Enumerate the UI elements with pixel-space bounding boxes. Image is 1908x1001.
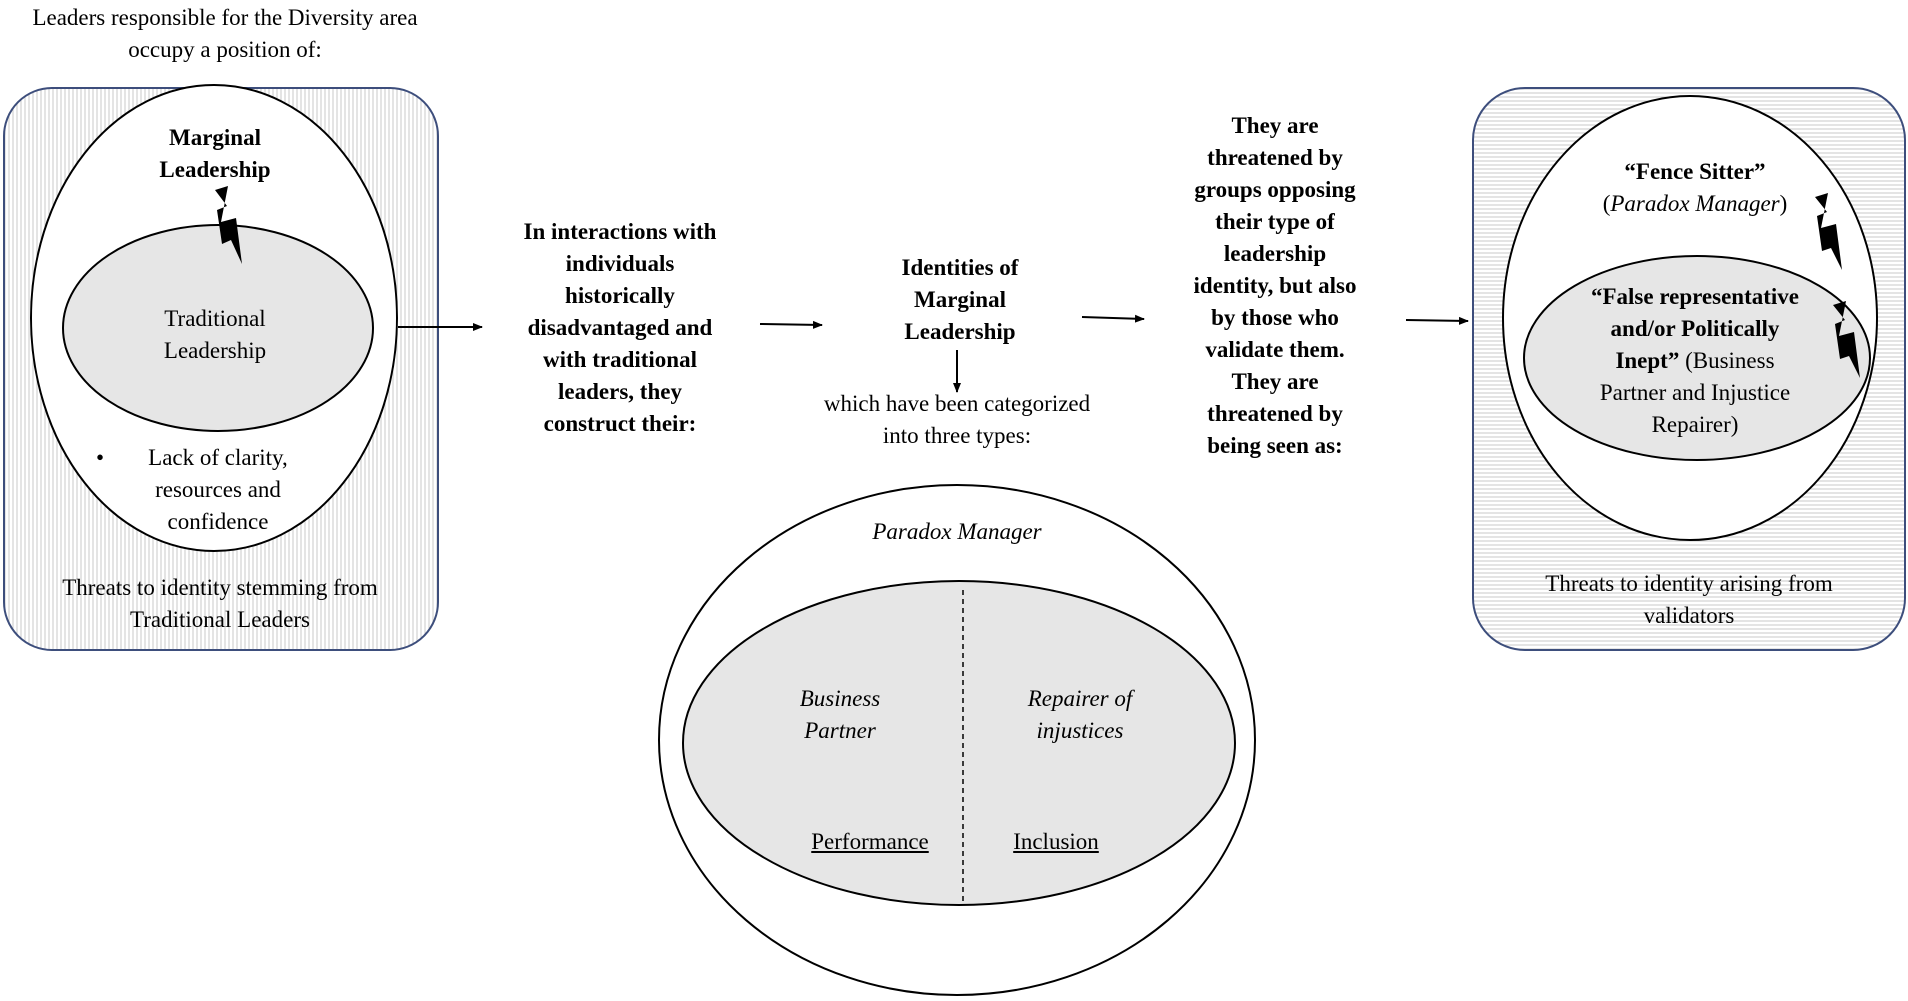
categorized-text: which have been categorized into three t… (823, 391, 1091, 448)
arrow-right-icon (759, 320, 823, 329)
marginal-leadership-title: Marginal Leadership (159, 125, 271, 182)
false-representative-label: “False representative and/or Politically… (1590, 284, 1799, 437)
traditional-leadership-label: Traditional Leadership (163, 306, 267, 363)
bullet-lack-of-clarity: Lack of clarity, resources and confidenc… (148, 445, 288, 534)
false-representative-ellipse (1523, 255, 1871, 461)
fence-sitter-label: “Fence Sitter” (Paradox Manager) (1602, 159, 1788, 216)
lightning-bolt-icon (1833, 301, 1860, 378)
arrow-right-icon (1405, 316, 1469, 325)
repairer-label: Repairer of injustices (1027, 686, 1133, 743)
right-panel-caption: Threats to identity arising from validat… (1545, 571, 1833, 628)
paradox-inner-ellipse (682, 580, 1236, 906)
identities-title: Identities of Marginal Leadership (901, 255, 1019, 344)
left-panel-caption: Threats to identity stemming from Tradit… (62, 575, 378, 632)
paradox-manager-title: Paradox Manager (872, 519, 1042, 544)
threatened-text: They are threatened by groups opposing t… (1193, 113, 1357, 458)
bullet-marker: • (95, 445, 105, 470)
traditional-leadership-ellipse (62, 224, 374, 432)
lightning-bolt-icon (1815, 193, 1842, 270)
arrow-right-icon (1081, 314, 1145, 323)
inclusion-label: Inclusion (1013, 829, 1099, 854)
lightning-bolt-icon (215, 186, 242, 264)
interactions-text: In interactions with individuals histori… (523, 219, 717, 436)
performance-label: Performance (811, 829, 929, 854)
header-text: Leaders responsible for the Diversity ar… (32, 5, 418, 62)
business-partner-label: Business Partner (799, 686, 881, 743)
